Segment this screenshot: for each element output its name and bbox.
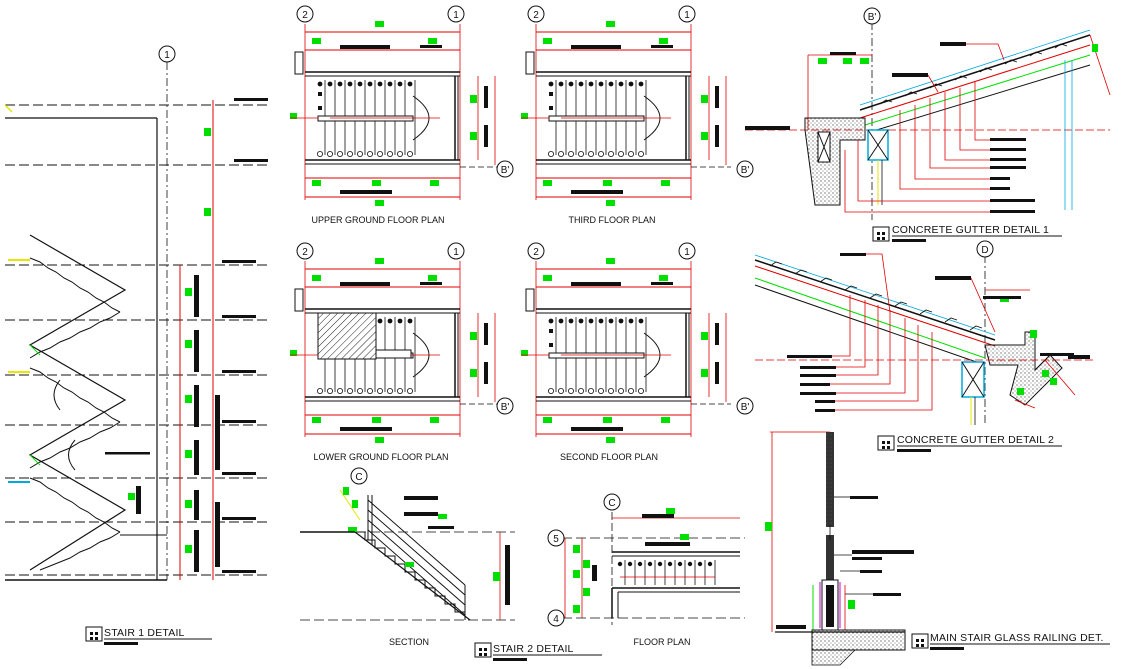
stair2-title: STAIR 2 DETAIL <box>493 643 574 655</box>
grid-marker-label: B' <box>741 165 750 176</box>
grid-marker-label: B' <box>501 165 510 176</box>
grid-marker-label: 4 <box>553 614 559 625</box>
stair2-floor-plan <box>548 508 745 625</box>
stair1-title: STAIR 1 DETAIL <box>104 627 185 639</box>
grid-marker-label: 5 <box>553 534 559 545</box>
grid-marker-label: C <box>608 498 615 509</box>
grid-marker-d-gutter2: D <box>976 240 994 258</box>
stair2-plan-grid-markers: 5 4 C <box>547 493 621 627</box>
grid-marker-label: 1 <box>453 247 459 258</box>
upper-ground-floor-plan-label: UPPER GROUND FLOOR PLAN <box>311 215 444 225</box>
gutter2-title-block: CONCRETE GUTTER DETAIL 2 <box>877 434 1062 452</box>
grid-marker-label: 2 <box>302 10 308 21</box>
floor-plan-label: FLOOR PLAN <box>633 637 690 647</box>
section-label: SECTION <box>389 637 429 647</box>
grid-marker-c-section: C <box>350 467 368 485</box>
glass-railing-detail <box>765 431 914 666</box>
third-floor-plan-label: THIRD FLOOR PLAN <box>568 215 655 225</box>
grid-markers-lower-ground: 2 1 B' <box>296 242 514 415</box>
grid-marker-label: B' <box>868 12 877 23</box>
grid-markers-upper-ground: 2 1 B' <box>296 5 514 178</box>
grid-marker-label: 1 <box>684 10 690 21</box>
grid-marker-label: C <box>355 472 362 483</box>
grid-marker-label: D <box>981 245 988 256</box>
grid-marker-label: 1 <box>453 10 459 21</box>
upper-ground-floor-plan <box>290 21 500 206</box>
grid-marker-1-stair1: 1 <box>158 45 176 63</box>
gutter-detail-2 <box>754 253 1095 425</box>
grid-marker-label: B' <box>501 402 510 413</box>
grid-marker-label: B' <box>741 402 750 413</box>
grid-marker-b-prime-gutter1: B' <box>863 7 881 25</box>
gutter1-title-block: CONCRETE GUTTER DETAIL 1 <box>872 224 1062 242</box>
gutter2-title: CONCRETE GUTTER DETAIL 2 <box>897 434 1054 446</box>
third-floor-plan <box>520 20 732 207</box>
grid-marker-label: 2 <box>533 10 539 21</box>
grid-marker-label: 1 <box>684 247 690 258</box>
grid-markers-third: 2 1 B' <box>527 5 754 178</box>
stair2-title-block: STAIR 2 DETAIL <box>474 642 602 661</box>
lower-ground-floor-plan-label: LOWER GROUND FLOOR PLAN <box>313 452 448 462</box>
railing-title: MAIN STAIR GLASS RAILING DET. <box>930 632 1104 644</box>
stair1-title-block: STAIR 1 DETAIL <box>85 626 212 645</box>
grid-marker-label: 1 <box>164 50 170 61</box>
grid-markers-second: 2 1 B' <box>527 242 754 415</box>
gutter1-title: CONCRETE GUTTER DETAIL 1 <box>892 224 1049 236</box>
gutter-detail-1 <box>745 22 1111 220</box>
railing-title-block: MAIN STAIR GLASS RAILING DET. <box>911 632 1110 650</box>
stair1-elevation <box>4 62 270 581</box>
lower-ground-floor-plan <box>289 257 501 444</box>
grid-marker-label: 2 <box>533 247 539 258</box>
grid-marker-label: 2 <box>302 247 308 258</box>
second-floor-plan <box>520 257 732 444</box>
second-floor-plan-label: SECOND FLOOR PLAN <box>560 452 658 462</box>
stair2-section <box>300 487 515 621</box>
